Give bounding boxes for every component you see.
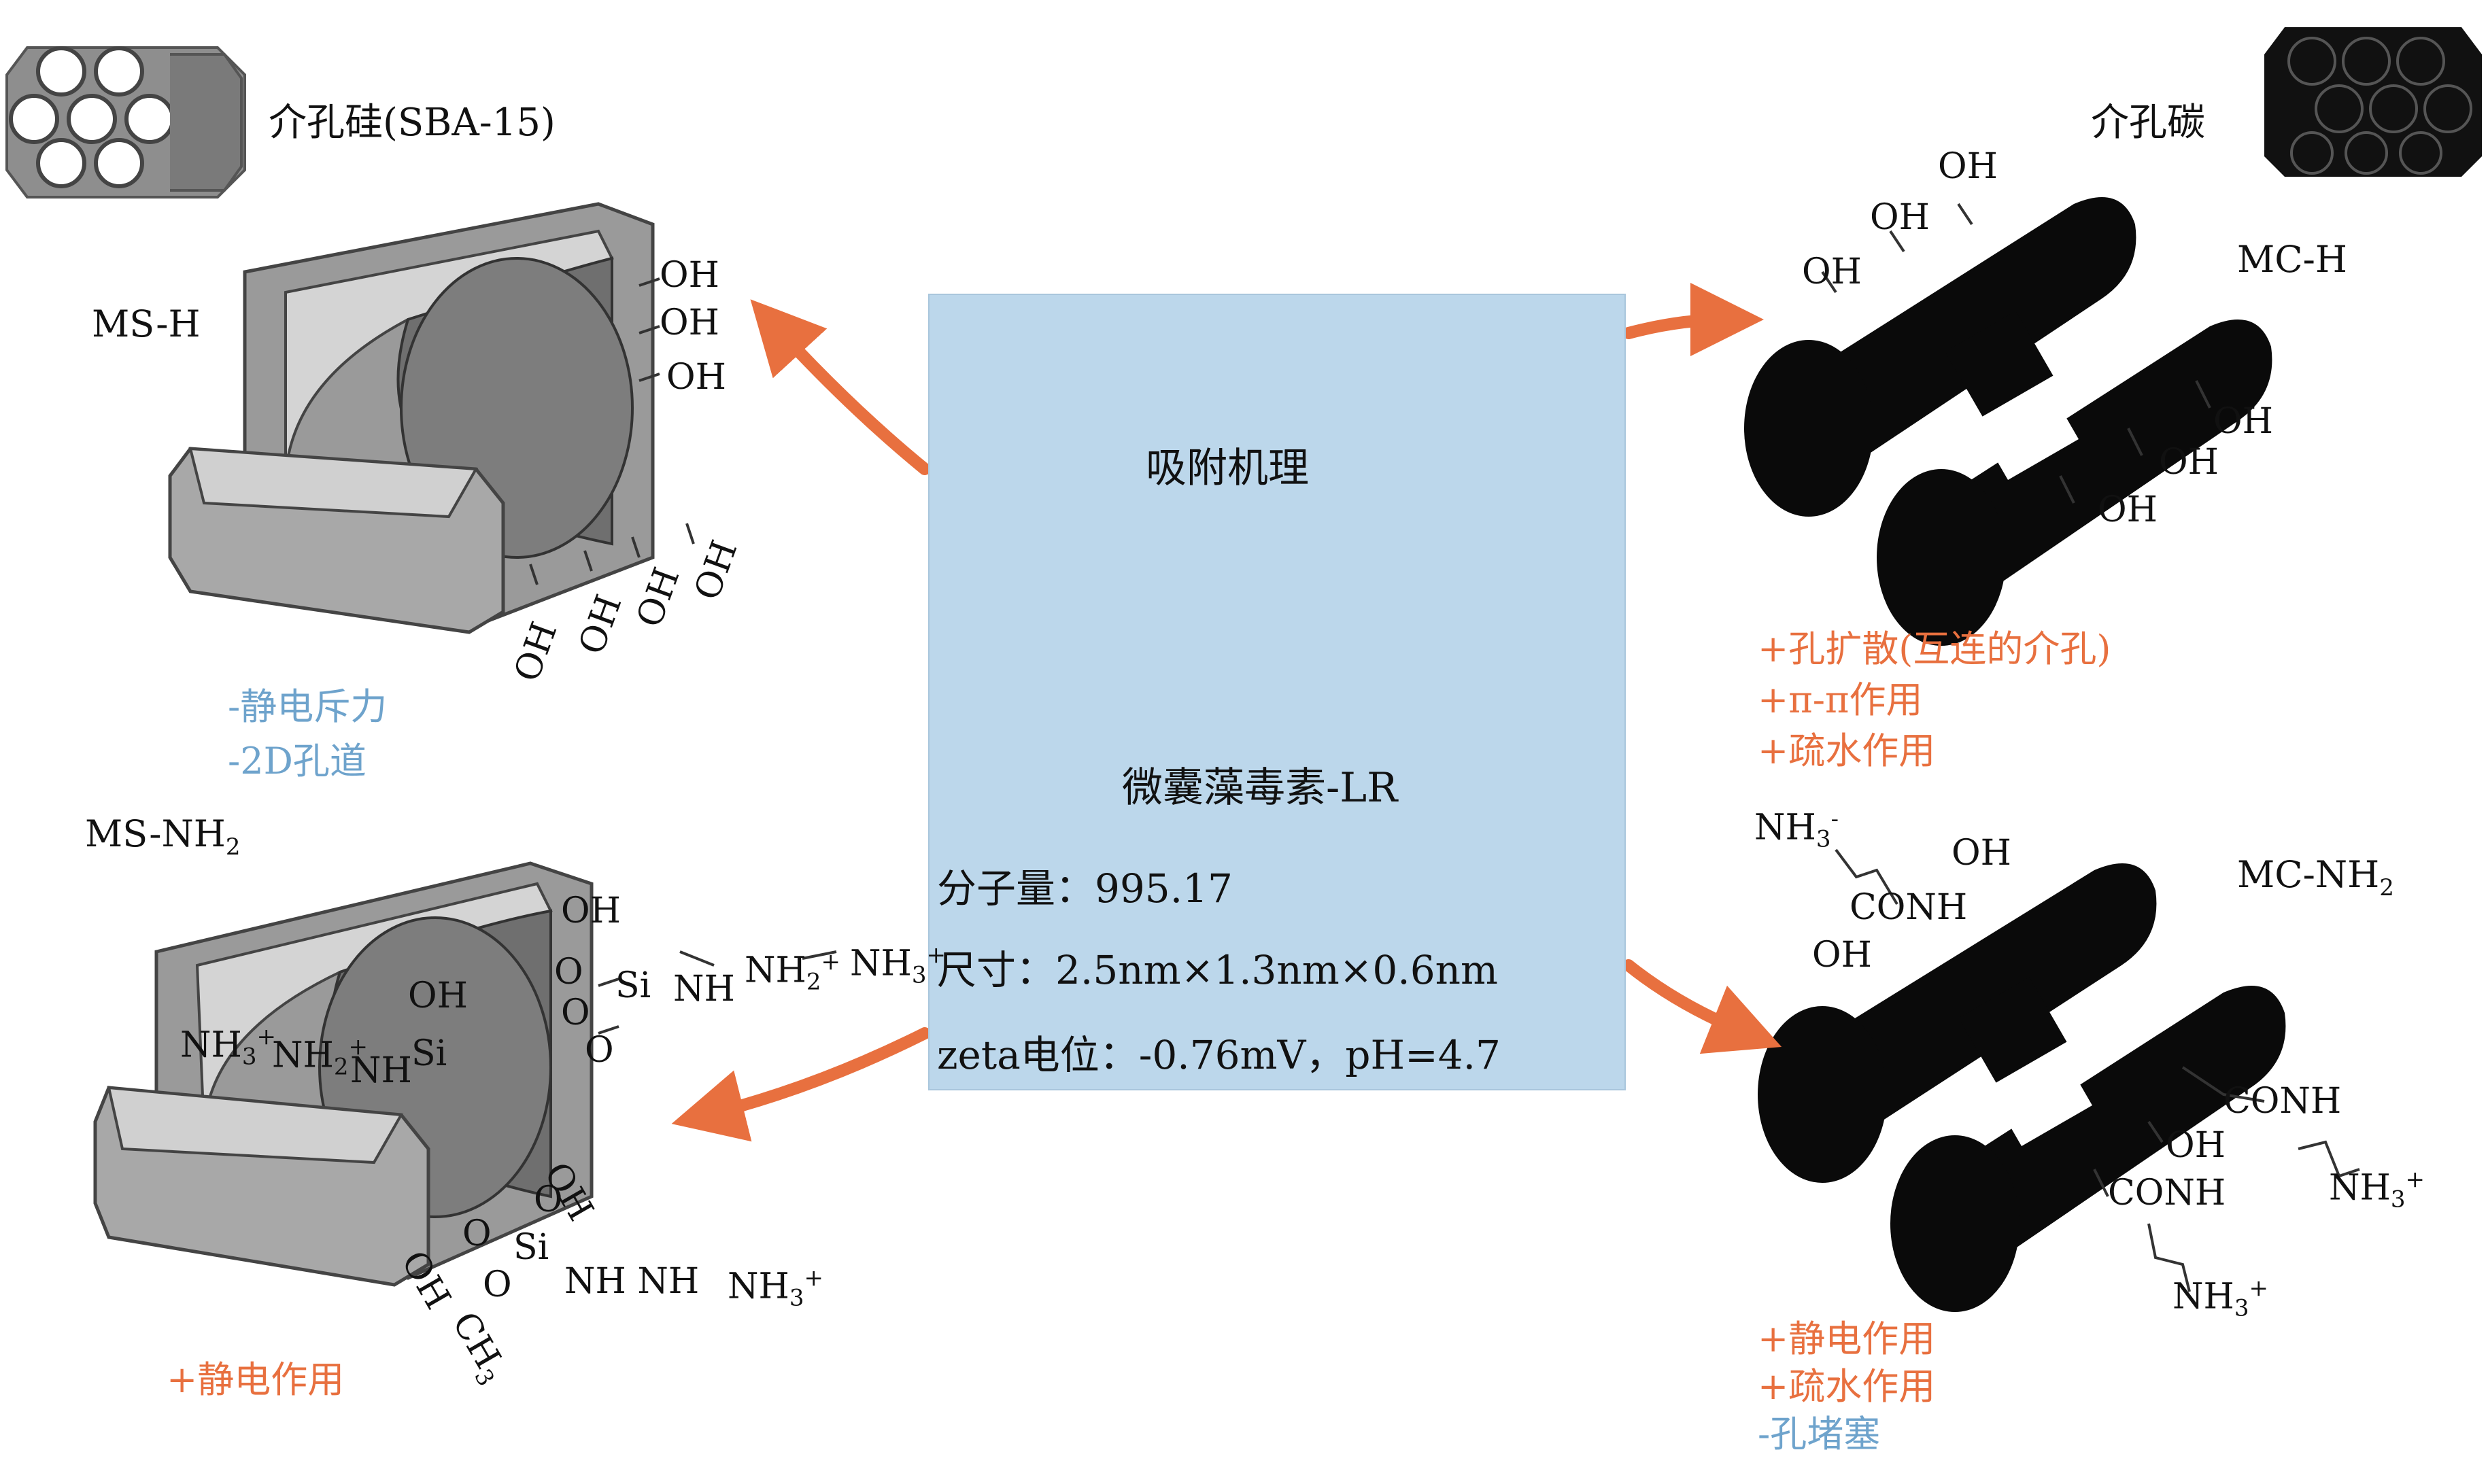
mc-h-oh-3: OH <box>1802 252 1862 292</box>
molecule-size: 尺寸：2.5nm×1.3nm×0.6nm <box>937 938 1498 995</box>
mc-h-effect-2: +π-π作用 <box>1758 670 1922 723</box>
ms-h-oh-1: OH <box>660 255 719 296</box>
ms-nh2-inner-si: Si <box>411 1033 447 1074</box>
ms-nh2-oh-top: OH <box>561 891 621 931</box>
mc-h-oh-1: OH <box>1938 146 1998 187</box>
mc-h-oh-6: OH <box>2098 489 2158 530</box>
mc-h-oh-4: OH <box>2213 401 2273 442</box>
mc-nh2-effect-3: -孔堵塞 <box>1758 1404 1880 1457</box>
arrow-to-ms-nh2 <box>707 1033 925 1115</box>
ms-h-oh-3: OH <box>666 357 726 398</box>
mc-nh2-name: MC-NH2 <box>2237 853 2394 901</box>
ms-nh2-nh: NH <box>673 969 735 1010</box>
ms-nh2-nh2plus: NH2+ <box>745 948 840 996</box>
mc-h-effect-3: +疏水作用 <box>1758 721 1935 774</box>
ms-nh2-lower-o-2: O <box>462 1213 492 1254</box>
mesocarbon-icon <box>2264 27 2482 177</box>
ms-nh2-lower-chain: NH NH <box>564 1261 699 1302</box>
ms-nh2-inner-nh: NH <box>350 1050 412 1091</box>
center-title: 吸附机理 <box>1146 435 1309 494</box>
ms-nh2-lower-o-3: O <box>483 1264 512 1305</box>
mc-nh2-nh3-bottom: NH3+ <box>2172 1275 2268 1322</box>
ms-nh2-o-1: O <box>554 952 583 993</box>
mc-nh2-cylinders <box>1758 863 2285 1312</box>
ms-h-channel <box>170 204 653 632</box>
sba15-label: 介孔硅(SBA-15) <box>269 92 556 147</box>
ms-h-name: MS-H <box>92 303 201 345</box>
ms-nh2-o-2: O <box>561 993 590 1033</box>
mc-nh2-conh-bottom: CONH <box>2108 1173 2226 1213</box>
mc-h-effect-1: +孔扩散(互连的介孔) <box>1758 619 2111 672</box>
mc-nh2-oh-a: OH <box>1952 833 2011 874</box>
mc-nh2-oh-c: OH <box>2166 1125 2226 1166</box>
ms-nh2-lower-si: Si <box>513 1227 549 1268</box>
ms-nh2-o-3: O <box>585 1030 614 1071</box>
ms-nh2-name: MS-NH2 <box>85 812 241 861</box>
mc-h-name: MC-H <box>2237 238 2347 281</box>
mesocarbon-label: 介孔碳 <box>2091 92 2205 147</box>
arrow-to-mc-h <box>1629 320 1727 333</box>
arrow-to-ms-h <box>775 326 925 469</box>
ms-h-effect-1: -静电斥力 <box>228 676 387 730</box>
arrow-to-mc-nh2 <box>1629 965 1748 1033</box>
mc-nh2-nh3-right: NH3+ <box>2329 1166 2425 1213</box>
ms-nh2-inner-nh3: NH3+ <box>180 1023 276 1071</box>
mc-nh2-oh-b: OH <box>1812 935 1872 976</box>
zeta-potential: zeta电位：-0.76mV，pH=4.7 <box>937 1023 1501 1080</box>
molecule-name: 微囊藻毒素-LR <box>1122 755 1397 814</box>
ms-nh2-effect-1: +静电作用 <box>167 1349 344 1403</box>
sba15-icon <box>7 48 245 197</box>
mc-nh2-effect-2: +疏水作用 <box>1758 1356 1935 1410</box>
ms-h-oh-2: OH <box>660 303 719 343</box>
ms-nh2-inner-oh: OH <box>408 976 468 1016</box>
ms-nh2-lower-nh3plus: NH3+ <box>728 1264 823 1312</box>
molecular-weight: 分子量：995.17 <box>937 857 1233 914</box>
ms-nh2-si: Si <box>615 965 651 1006</box>
ms-h-effect-2: -2D孔道 <box>228 731 367 784</box>
mc-nh2-effect-1: +静电作用 <box>1758 1309 1935 1362</box>
mc-h-oh-2: OH <box>1870 197 1930 238</box>
mc-nh2-conh-right: CONH <box>2223 1081 2341 1122</box>
ms-nh2-nh3plus: NH3+ <box>850 942 946 989</box>
mc-nh2-nh3-top: NH3- <box>1754 806 1839 853</box>
mc-h-oh-5: OH <box>2159 442 2219 483</box>
mc-nh2-conh-top: CONH <box>1850 887 1967 928</box>
